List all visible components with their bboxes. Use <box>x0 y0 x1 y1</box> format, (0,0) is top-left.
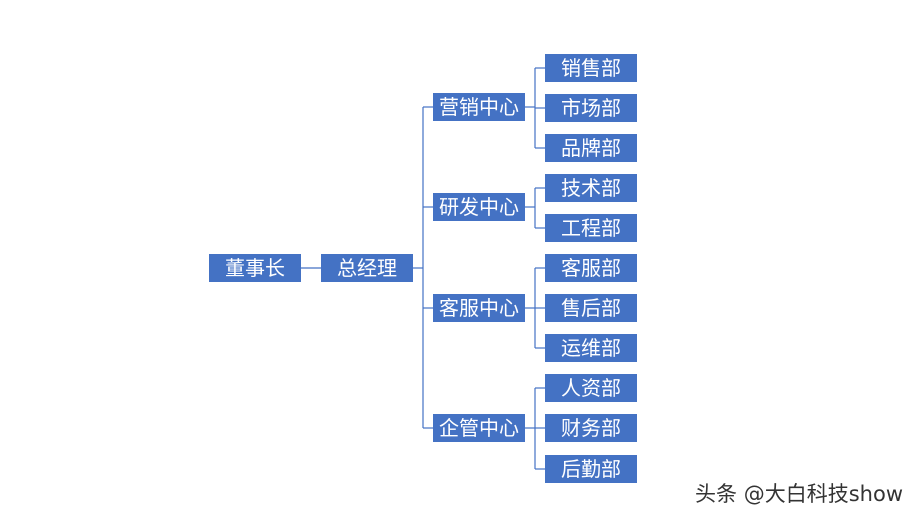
dept-box-hr: 人资部 <box>545 374 637 402</box>
general-manager-box: 总经理 <box>321 254 413 282</box>
dept-box-engineering: 工程部 <box>545 214 637 242</box>
chairman-box: 董事长 <box>209 254 301 282</box>
dept-box-sales: 销售部 <box>545 54 637 82</box>
center-box-management: 企管中心 <box>433 414 525 442</box>
dept-box-logistics: 后勤部 <box>545 455 637 483</box>
dept-box-after-sales: 售后部 <box>545 294 637 322</box>
center-box-customer-service: 客服中心 <box>433 294 525 322</box>
center-box-marketing: 营销中心 <box>433 93 525 121</box>
dept-box-finance: 财务部 <box>545 414 637 442</box>
dept-box-brand: 品牌部 <box>545 134 637 162</box>
center-box-rnd: 研发中心 <box>433 193 525 221</box>
dept-box-market: 市场部 <box>545 94 637 122</box>
watermark: 头条 @大白科技show <box>695 482 903 506</box>
dept-box-customer-service: 客服部 <box>545 254 637 282</box>
dept-box-tech: 技术部 <box>545 174 637 202</box>
dept-box-operations: 运维部 <box>545 334 637 362</box>
